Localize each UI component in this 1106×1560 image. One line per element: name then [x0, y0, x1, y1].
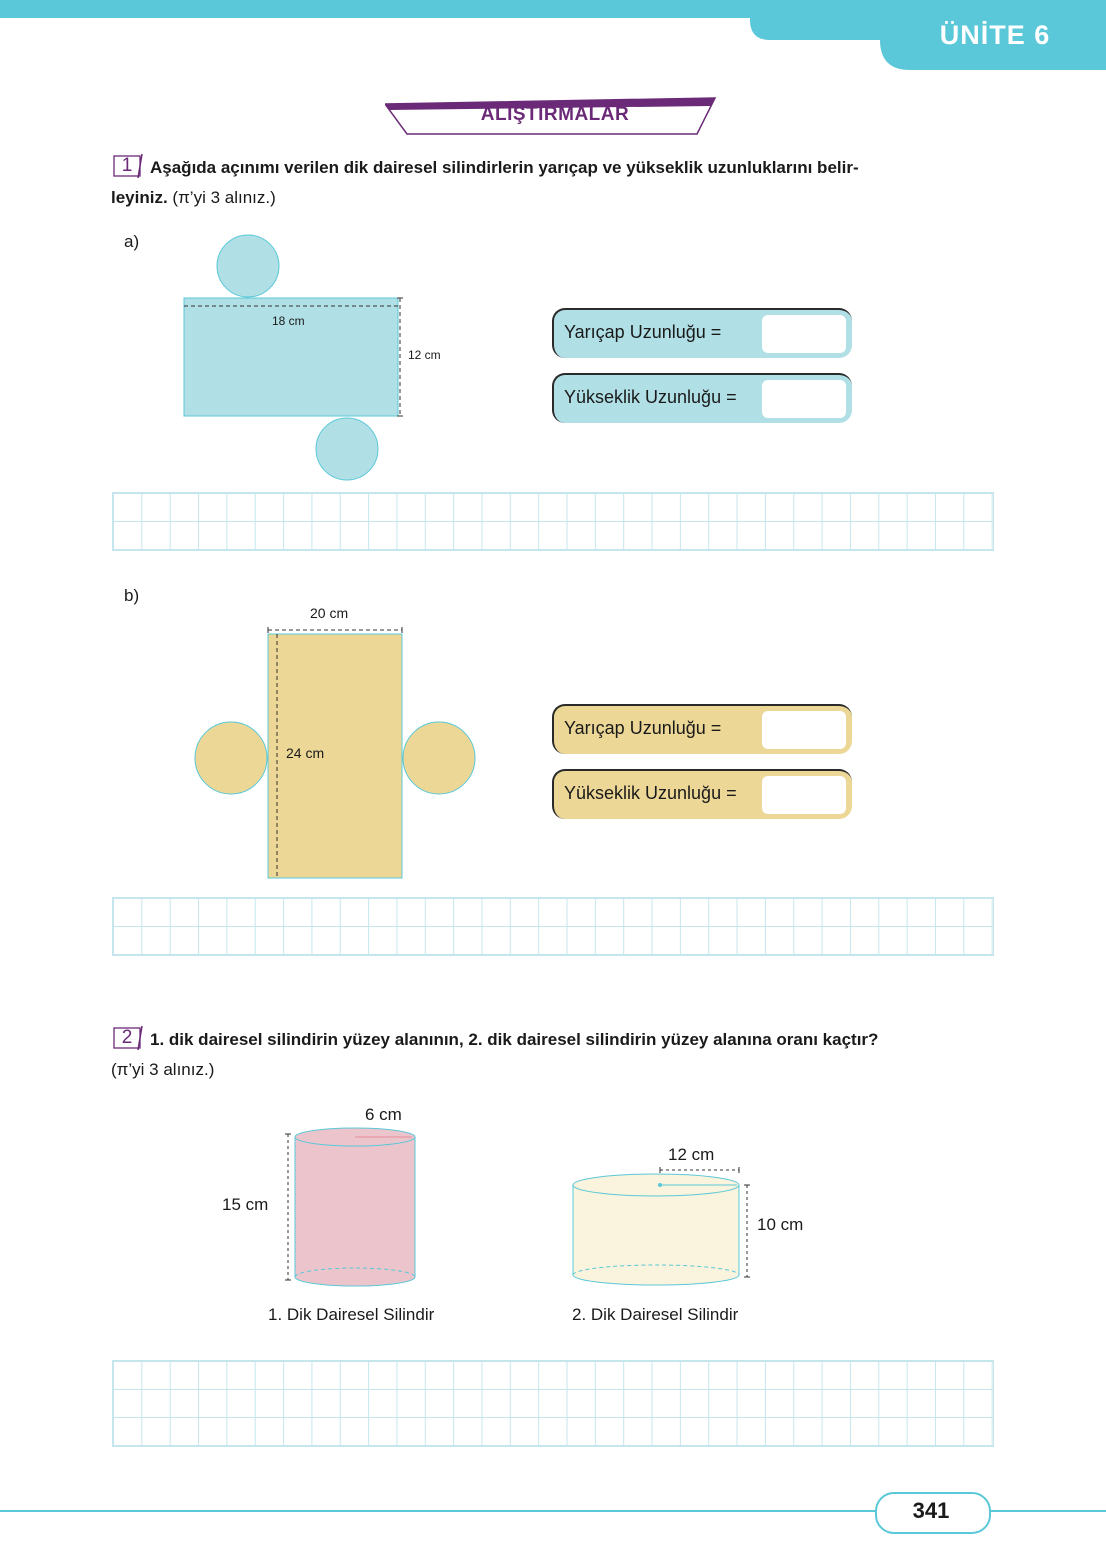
- answer-grid-q2[interactable]: [112, 1360, 994, 1447]
- radius-answer-box-a[interactable]: [762, 315, 846, 353]
- q1-text-bold-2: leyiniz.: [111, 188, 168, 207]
- net-b-left-circle: [194, 721, 268, 795]
- height-field-b-label: Yükseklik Uzunluğu =: [564, 783, 737, 803]
- part-b-label: b): [124, 586, 140, 605]
- radius-answer-box-b[interactable]: [762, 711, 846, 749]
- height-answer-box-a[interactable]: [762, 380, 846, 418]
- q1-text: Aşağıda açınımı verilen dik dairesel sil…: [150, 153, 1000, 183]
- q1-text-line2: leyiniz. (π’yi 3 alınız.): [111, 183, 991, 213]
- q2-number-frame: [113, 1025, 143, 1051]
- q1-number-frame: [113, 153, 143, 179]
- radius-field-b-label: Yarıçap Uzunluğu =: [564, 718, 722, 738]
- height-field-b: Yükseklik Uzunluğu =: [552, 769, 852, 819]
- cylinder-1-height-label: 15 cm: [222, 1195, 269, 1214]
- height-answer-box-b[interactable]: [762, 776, 846, 814]
- net-b-right-circle: [402, 721, 476, 795]
- page-number-badge: [875, 1492, 991, 1534]
- height-field-a: Yükseklik Uzunluğu =: [552, 373, 852, 423]
- answer-grid-b[interactable]: [112, 897, 994, 956]
- cylinder-1-radius-label: 6 cm: [365, 1105, 402, 1124]
- radius-field-a: Yarıçap Uzunluğu =: [552, 308, 852, 358]
- q1-text-normal: (π’yi 3 alınız.): [172, 188, 276, 207]
- net-a-height-label: 12 cm: [408, 348, 441, 362]
- cylinder-2-diameter-label: 12 cm: [668, 1145, 715, 1164]
- part-a-label: a): [124, 232, 140, 251]
- net-b-rectangle: [267, 633, 403, 879]
- q1-text-bold: Aşağıda açınımı verilen dik dairesel sil…: [150, 158, 859, 177]
- net-b-height-label: 24 cm: [286, 745, 325, 761]
- answer-grid-a[interactable]: [112, 492, 994, 551]
- net-b-width-label: 20 cm: [310, 605, 349, 621]
- cylinder-2: [572, 1167, 750, 1286]
- footer-line: [0, 1510, 1106, 1512]
- section-title: ALIŞTIRMALAR: [480, 104, 630, 125]
- unit-label: ÜNİTE 6: [939, 20, 1051, 50]
- net-a: [183, 234, 403, 481]
- section-title-frame: [385, 97, 717, 135]
- height-field-a-label: Yükseklik Uzunluğu =: [564, 387, 737, 407]
- q1-number: 1: [121, 155, 133, 176]
- page-number: 341: [912, 1498, 950, 1523]
- q2-text-bold: 1. dik dairesel silindirin yüzey alanını…: [150, 1030, 879, 1049]
- net-a-top-circle: [216, 234, 280, 298]
- q2-text-line2: (π’yi 3 alınız.): [111, 1060, 215, 1079]
- cylinder-2-height-label: 10 cm: [757, 1215, 804, 1234]
- cylinder-2-caption: 2. Dik Dairesel Silindir: [572, 1305, 739, 1324]
- cylinder-1: [285, 1127, 416, 1287]
- net-a-bottom-circle: [315, 417, 379, 481]
- radius-field-a-label: Yarıçap Uzunluğu =: [564, 322, 722, 342]
- q2-text: 1. dik dairesel silindirin yüzey alanını…: [150, 1025, 1000, 1055]
- net-a-rectangle: [183, 297, 399, 417]
- net-a-width-label: 18 cm: [272, 314, 305, 328]
- cylinder-1-caption: 1. Dik Dairesel Silindir: [268, 1305, 435, 1324]
- net-b: [194, 627, 476, 879]
- radius-field-b: Yarıçap Uzunluğu =: [552, 704, 852, 754]
- q2-number: 2: [121, 1027, 133, 1048]
- unit-tab: [750, 0, 1106, 70]
